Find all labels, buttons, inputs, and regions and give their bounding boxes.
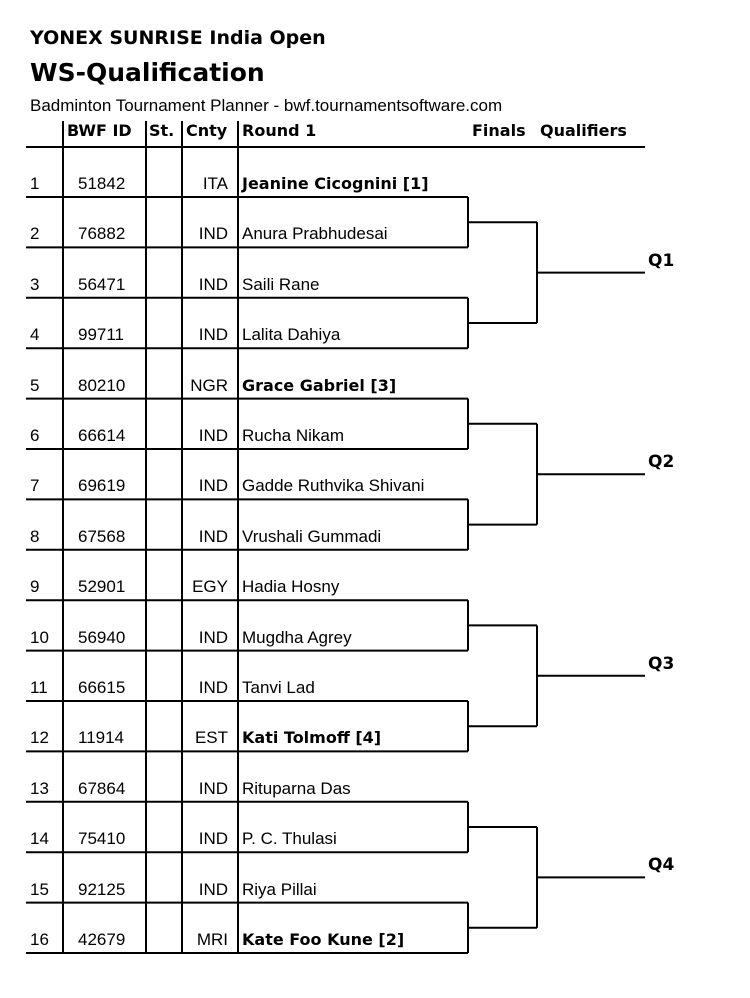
country-code: IND <box>198 476 228 496</box>
qualifier-label: Q4 <box>648 855 675 876</box>
draw-position: 9 <box>30 577 40 597</box>
bwf-id: 67864 <box>78 778 126 798</box>
bwf-id: 67568 <box>78 526 126 546</box>
player-name: Grace Gabriel [3] <box>242 375 397 395</box>
bwf-id: 51842 <box>78 174 126 193</box>
draw-position: 14 <box>30 829 49 849</box>
bwf-id: 66615 <box>78 678 126 697</box>
country-code: MRI <box>196 930 228 949</box>
draw-position: 4 <box>30 325 40 345</box>
player-name: Saili Rane <box>242 274 320 294</box>
player-name: Jeanine Cicognini [1] <box>242 174 429 193</box>
bwf-id: 56471 <box>78 274 126 294</box>
draw-position: 16 <box>30 930 49 949</box>
player-name: Riya Pillai <box>242 879 317 899</box>
draw-position: 10 <box>30 627 49 647</box>
country-code: EST <box>194 728 228 748</box>
player-name: Mugdha Agrey <box>242 627 352 647</box>
draw-position: 2 <box>30 224 40 244</box>
bwf-id: 99711 <box>78 325 125 345</box>
bwf-id: 76882 <box>78 224 126 244</box>
draw-position: 1 <box>30 174 40 193</box>
country-code: IND <box>198 274 228 294</box>
draw-position: 8 <box>30 526 40 546</box>
player-name: Lalita Dahiya <box>242 325 341 345</box>
header-round1: Round 1 <box>242 121 317 140</box>
player-name: Rituparna Das <box>242 778 351 798</box>
draw-position: 3 <box>30 274 40 294</box>
player-name: P. C. Thulasi <box>242 829 337 849</box>
header-finals: Finals <box>472 121 526 140</box>
draw-title: WS-Qualification <box>30 58 265 87</box>
qualifier-label: Q1 <box>648 250 675 271</box>
country-code: IND <box>198 678 228 697</box>
draw-position: 7 <box>30 476 40 496</box>
player-name: Vrushali Gummadi <box>242 526 382 546</box>
event-title: YONEX SUNRISE India Open <box>30 27 326 49</box>
bwf-id: 56940 <box>78 627 126 647</box>
country-code: IND <box>198 325 228 345</box>
header-status: St. <box>149 121 175 140</box>
bwf-id: 92125 <box>78 879 126 899</box>
qualifier-label: Q2 <box>648 452 675 473</box>
player-name: Kati Tolmoff [4] <box>242 728 382 748</box>
draw-position: 15 <box>30 879 49 899</box>
country-code: NGR <box>190 375 228 395</box>
header-qualifiers: Qualifiers <box>540 121 627 140</box>
country-code: ITA <box>202 174 228 193</box>
country-code: IND <box>198 426 228 445</box>
bwf-id: 80210 <box>78 375 126 395</box>
header-country: Cnty <box>186 121 228 140</box>
player-name: Anura Prabhudesai <box>242 224 388 244</box>
bwf-id: 42679 <box>78 930 126 949</box>
qualifier-label: Q3 <box>648 653 675 674</box>
draw-position: 11 <box>30 678 48 697</box>
planner-subtitle: Badminton Tournament Planner - bwf.tourn… <box>30 96 503 115</box>
draw-position: 5 <box>30 375 40 395</box>
country-code: EGY <box>192 577 228 597</box>
draw-position: 13 <box>30 778 49 798</box>
player-name: Tanvi Lad <box>242 678 315 697</box>
country-code: IND <box>198 224 228 244</box>
country-code: IND <box>198 627 228 647</box>
bwf-id: 11914 <box>78 728 125 748</box>
country-code: IND <box>198 526 228 546</box>
bwf-id: 69619 <box>78 476 126 496</box>
player-name: Kate Foo Kune [2] <box>242 930 405 949</box>
header-bwf-id: BWF ID <box>67 121 132 140</box>
country-code: IND <box>198 829 228 849</box>
player-name: Gadde Ruthvika Shivani <box>242 476 425 496</box>
draw-position: 6 <box>30 426 40 445</box>
country-code: IND <box>198 778 228 798</box>
player-name: Hadia Hosny <box>242 577 340 597</box>
bwf-id: 75410 <box>78 829 126 849</box>
bwf-id: 52901 <box>78 577 126 597</box>
player-name: Rucha Nikam <box>242 426 345 445</box>
draw-position: 12 <box>30 728 49 748</box>
country-code: IND <box>198 879 228 899</box>
bwf-id: 66614 <box>78 426 126 445</box>
